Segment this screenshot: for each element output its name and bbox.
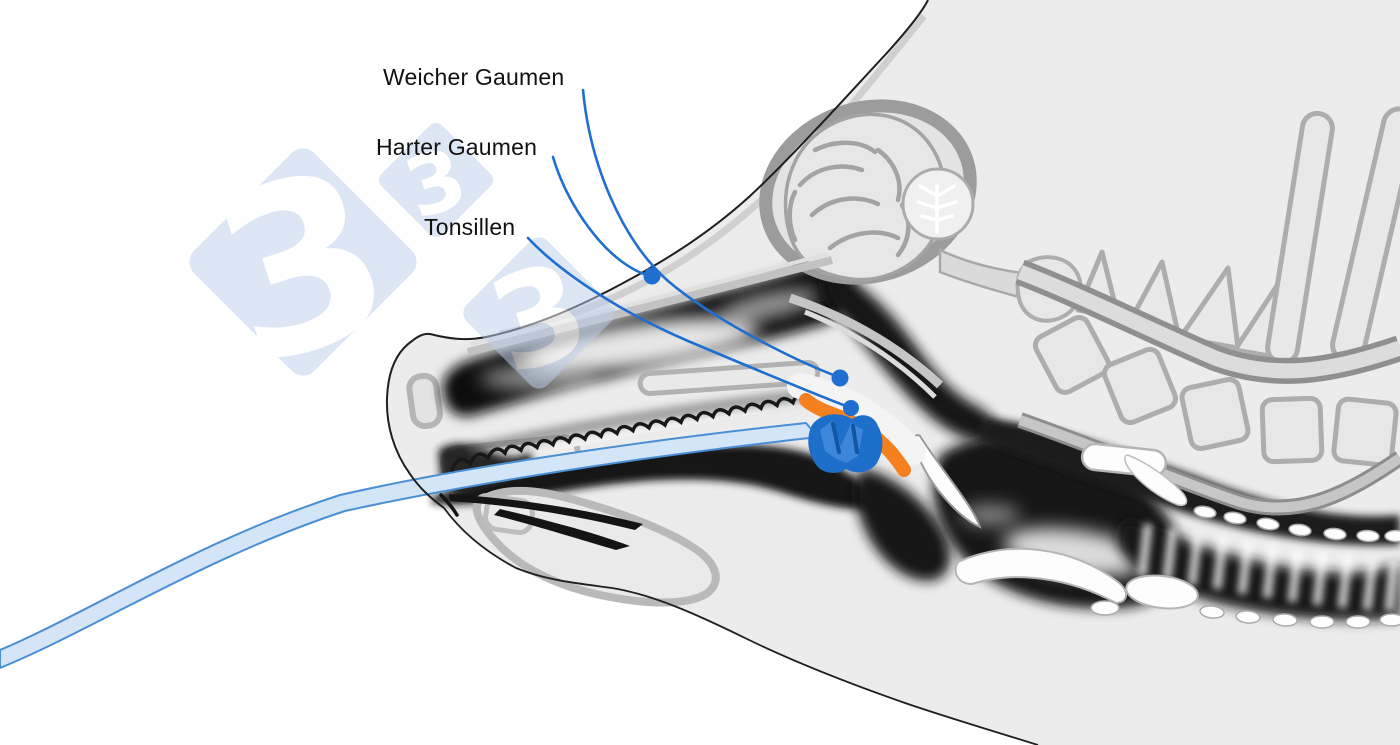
brain-region [759,99,1047,302]
leader-line-weicher-gaumen [581,88,838,378]
mouth-opening-upper [449,494,643,530]
spinal-canal [1015,259,1400,384]
lip-slit [439,493,459,517]
vomer-strip [637,359,821,397]
watermark-diamond-small [378,122,494,238]
palatal-rugae [450,385,836,472]
watermark-digit-large: 3 [186,116,421,419]
cervical-spine [1015,106,1400,468]
tonsillen-marker-dot [843,400,859,416]
mouth-opening-lower [494,509,630,550]
watermark-diamond-large [189,148,417,376]
leader-line-tonsillen [526,236,848,408]
leader-lines [526,88,848,408]
cartilage-rings-bottom [1090,600,1400,629]
soft-palate [787,373,926,465]
label-harter-gaumen: Harter Gaumen [376,134,538,160]
weicher-gaumen-marker-dot [831,369,849,387]
trachea [1118,520,1400,621]
brain-gyri [787,140,911,258]
laryngeal-cartilages [912,434,1400,629]
oropharynx [855,468,951,581]
tracheal-rings [1137,523,1399,612]
vertebral-bodies [1032,315,1399,468]
harter-gaumen-marker-dot [643,267,661,285]
nostril [406,372,443,430]
label-tonsillen: Tonsillen [424,214,516,240]
skull-base [788,293,944,399]
mouth-region [439,486,720,607]
watermark-diamond-medium [463,237,615,389]
leader-dots [643,267,859,416]
jaw-outline [443,507,1039,745]
soft-palate-region [787,373,926,477]
cerebellum-arbor-vitae [916,184,958,234]
leader-line-harter-gaumen [551,155,652,278]
cartilage-rings-top [1193,505,1400,543]
label-weicher-gaumen: Weicher Gaumen [383,64,565,90]
